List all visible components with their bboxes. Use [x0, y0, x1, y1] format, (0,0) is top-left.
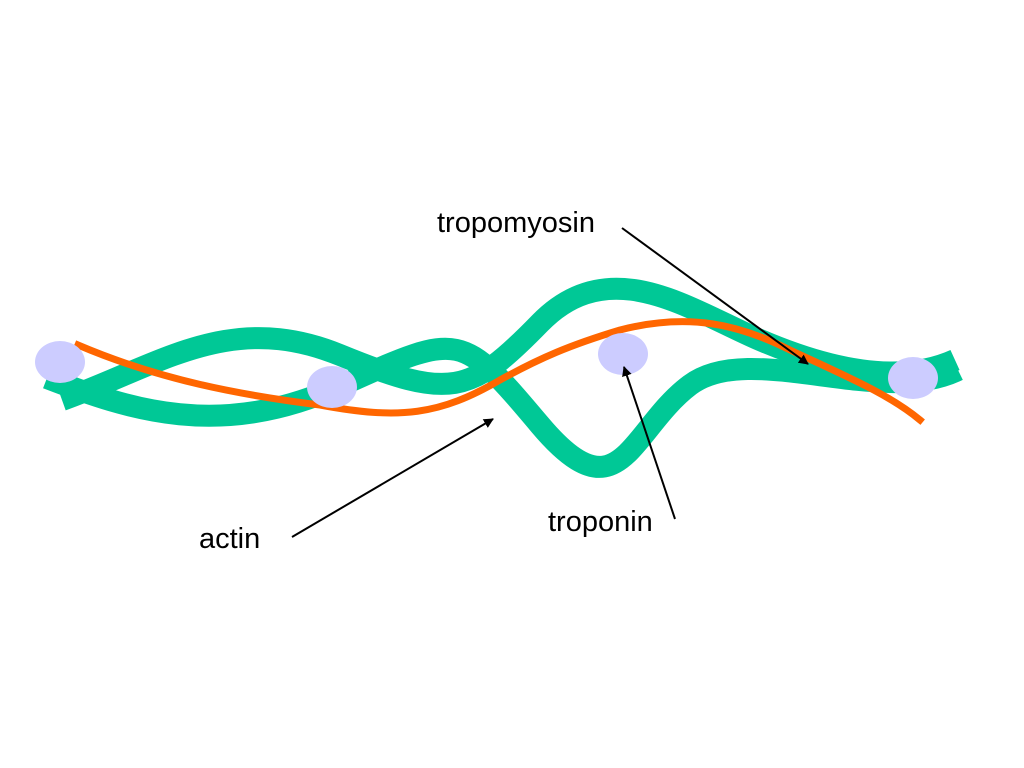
troponin-complex	[35, 341, 85, 383]
troponin-pointer-arrow	[622, 366, 676, 520]
tropomyosin-pointer-arrow	[621, 227, 809, 365]
actin-pointer-arrow	[291, 418, 494, 538]
troponin-complex	[598, 333, 648, 375]
tropomyosin-label: tropomyosin	[437, 207, 595, 239]
troponin-complex	[307, 366, 357, 408]
troponin-label: troponin	[548, 506, 653, 538]
actin-label: actin	[199, 523, 261, 555]
actin-strand-2	[43, 337, 963, 478]
troponin-complex	[888, 357, 938, 399]
